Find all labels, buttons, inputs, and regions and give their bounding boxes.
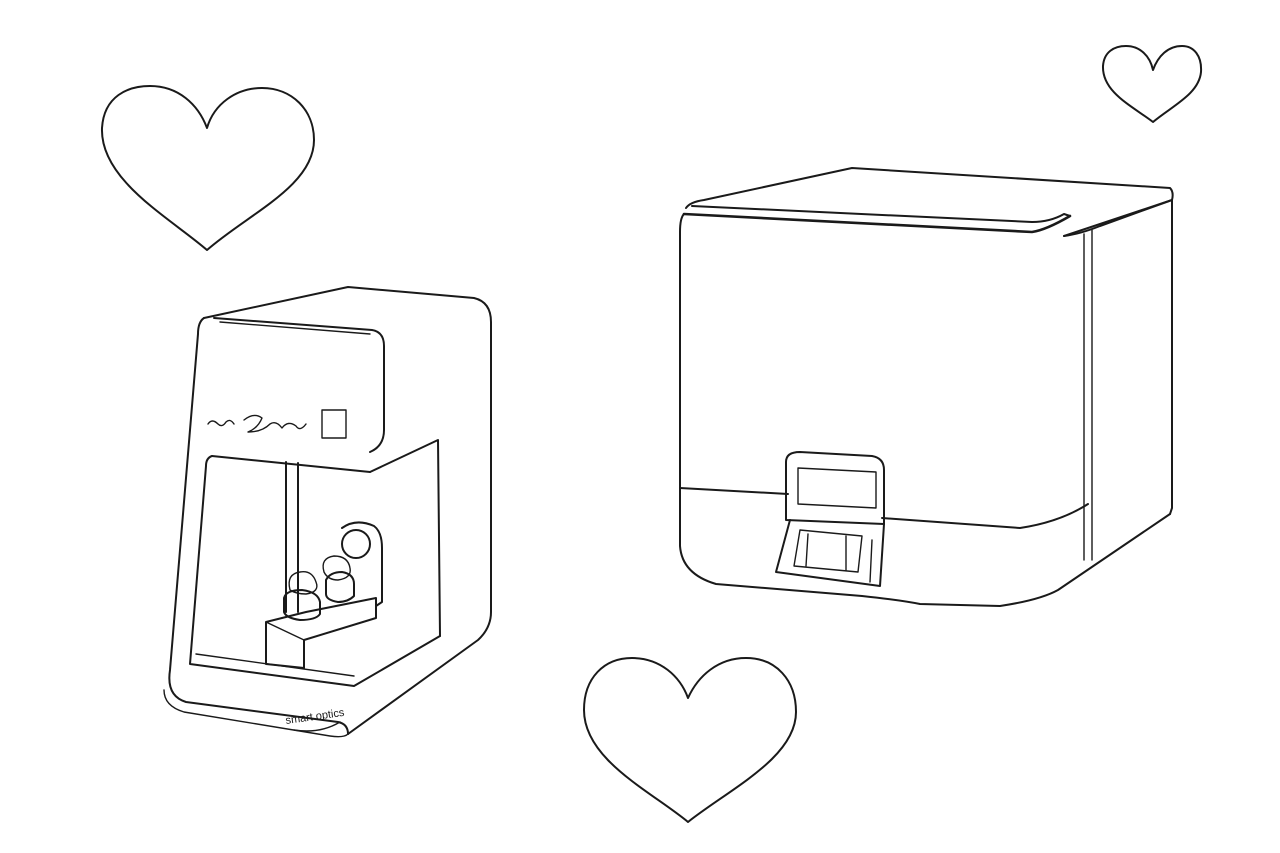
- scanner-left: smart optics: [163, 286, 492, 738]
- scanner-right: [679, 167, 1174, 607]
- heart-icon: [100, 85, 315, 251]
- heart-icon: [583, 657, 797, 823]
- heart-icon: [1101, 45, 1203, 123]
